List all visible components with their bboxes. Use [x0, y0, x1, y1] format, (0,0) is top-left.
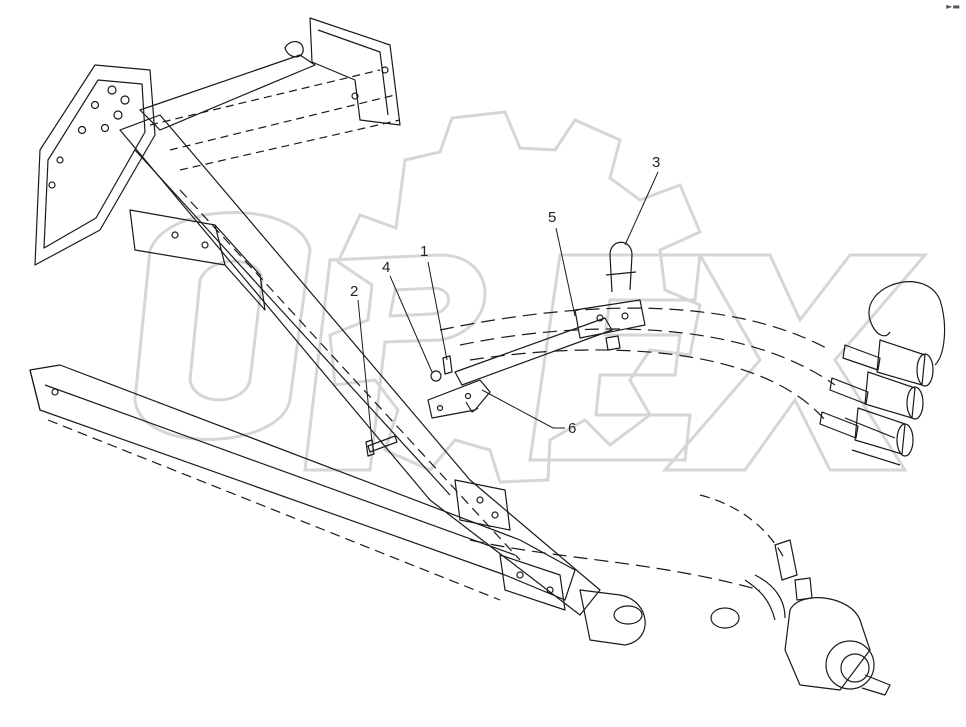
callout-4: 4	[382, 259, 390, 276]
callout-3: 3	[652, 154, 660, 171]
drawbar-main	[119, 114, 601, 616]
part-2-bolt	[365, 435, 398, 457]
upper-bracket	[309, 17, 401, 126]
part-6-bracket	[427, 379, 491, 419]
part-1-bolt	[442, 355, 453, 375]
part-5-strap	[454, 317, 613, 386]
watermark-letter-p	[303, 253, 487, 472]
callout-2: 2	[350, 283, 358, 300]
hydraulic-hose-4	[469, 539, 761, 591]
hydraulic-hose-2	[459, 328, 836, 386]
callout-labels: 1 2 3 4 5 6	[350, 154, 660, 437]
corner-mark: ►▬	[946, 2, 960, 11]
mounting-plate	[34, 64, 156, 266]
upper-beam	[139, 54, 316, 131]
lower-beam	[29, 364, 576, 601]
frame-drawing	[29, 17, 946, 696]
hydraulic-hose-1	[439, 307, 831, 351]
part-3-u-bolt	[609, 241, 633, 293]
leader-lines	[357, 171, 659, 443]
hose-clamp	[710, 607, 740, 629]
watermark-logo	[133, 110, 929, 484]
coupler-group	[819, 339, 934, 466]
watermark-letter-x	[661, 253, 929, 472]
watermark-letter-e	[528, 253, 702, 462]
hydraulic-hose-3	[469, 349, 826, 421]
watermark-letter-o	[133, 211, 312, 441]
part-4-nut	[430, 370, 442, 382]
callout-1: 1	[420, 243, 428, 260]
hitch-eye	[579, 589, 646, 646]
hydraulic-motor	[784, 597, 871, 691]
callout-6: 6	[568, 420, 576, 437]
callout-5: 5	[548, 209, 556, 226]
dust-cap-strap	[868, 281, 946, 366]
watermark-gear	[328, 110, 702, 484]
